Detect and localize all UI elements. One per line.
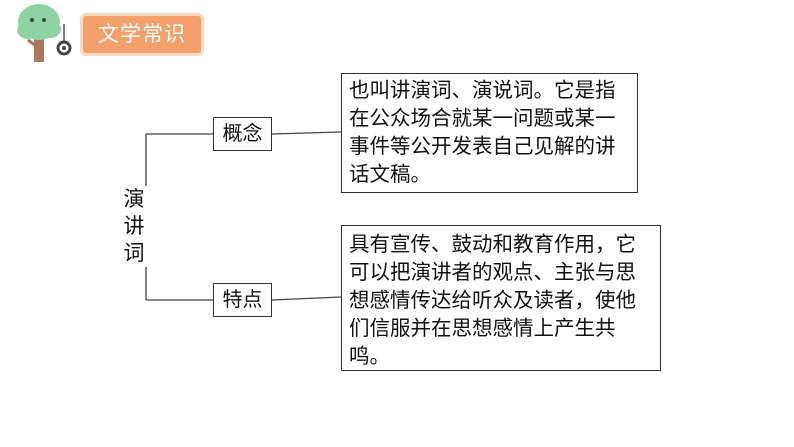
branch-node-concept: 概念 <box>213 117 272 151</box>
root-node-label: 演讲词 <box>120 186 148 267</box>
section-title-badge: 文学常识 <box>80 13 204 56</box>
concept-description-box: 也叫讲演词、演说词。它是指在公众场合就某一问题或某一事件等公开发表自己见解的讲话… <box>341 73 638 193</box>
tree-logo-icon <box>17 4 72 62</box>
desc-2-connector <box>271 296 342 301</box>
branch-node-features: 特点 <box>213 283 272 317</box>
desc-1-connector <box>271 131 342 135</box>
features-description-box: 具有宣传、鼓动和教育作用，它可以把演讲者的观点、主张与思想感情传达给听众及读者，… <box>341 225 661 371</box>
